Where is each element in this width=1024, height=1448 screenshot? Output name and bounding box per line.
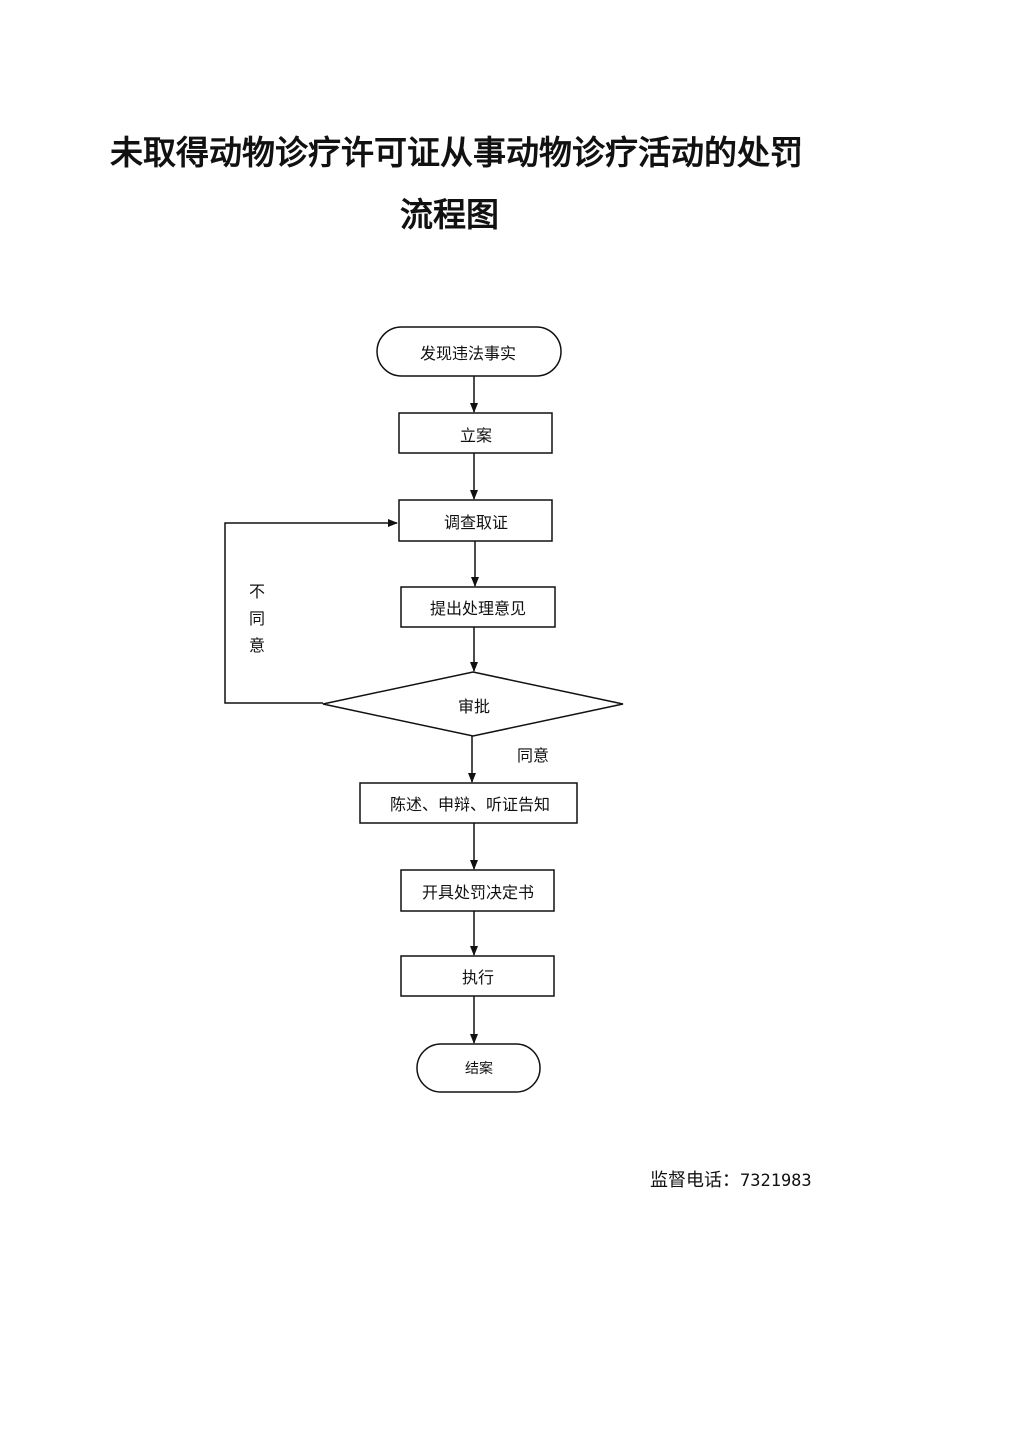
node-propose-label: 提出处理意见 (429, 599, 527, 618)
edge-reject-label: 不 同 意 (248, 578, 266, 659)
page-subtitle: 流程图 (400, 195, 499, 234)
edge-reject-char: 不 (248, 582, 265, 601)
supervision-phone: 监督电话：7321983 (650, 1166, 812, 1192)
node-start-shape (376, 326, 562, 377)
phone-label: 监督电话： (650, 1170, 740, 1191)
node-approve-shape (322, 671, 624, 737)
node-propose-shape (400, 586, 556, 628)
node-approve-label: 审批 (457, 697, 491, 716)
node-register-shape (398, 412, 553, 454)
node-start-label: 发现违法事实 (419, 344, 517, 363)
node-decision-shape (400, 869, 555, 912)
node-end-shape (416, 1043, 541, 1093)
edge-reject-char: 意 (248, 636, 265, 655)
edge-reject-loop (224, 519, 398, 704)
phone-number: 7321983 (740, 1171, 812, 1191)
node-register-label: 立案 (459, 426, 493, 445)
edge-accept-label: 同意 (517, 746, 550, 765)
node-notify-label: 陈述、申辩、听证告知 (389, 795, 551, 814)
page-title: 未取得动物诊疗许可证从事动物诊疗活动的处罚 (110, 133, 803, 172)
node-decision-label: 开具处罚决定书 (421, 883, 535, 902)
node-notify-shape (359, 782, 578, 824)
node-execute-shape (400, 955, 555, 997)
node-execute-label: 执行 (461, 968, 495, 987)
node-investigate-label: 调查取证 (443, 513, 509, 532)
edge-reject-char: 同 (248, 609, 265, 628)
node-end-label: 结案 (465, 1061, 493, 1077)
